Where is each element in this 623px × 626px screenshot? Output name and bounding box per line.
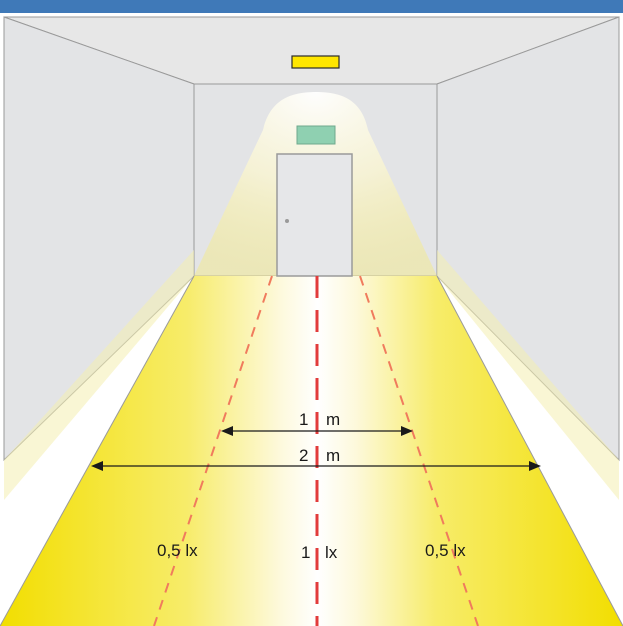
floor (0, 276, 623, 626)
dimension-2m (91, 461, 541, 471)
label-1m-unit: m (326, 410, 340, 429)
header-bar (0, 0, 623, 13)
door-handle (285, 219, 289, 223)
door-icon (276, 153, 353, 277)
label-2m-value: 2 (299, 446, 308, 465)
right-boundary-line (359, 275, 479, 626)
dimension-1m (221, 426, 413, 436)
label-1m-value: 1 (299, 410, 308, 429)
left-boundary-line (153, 275, 273, 626)
label-lux-center-unit: lx (325, 543, 338, 562)
emergency-light-icon (291, 55, 340, 69)
label-lux-right: 0,5 lx (425, 541, 466, 560)
label-2m-unit: m (326, 446, 340, 465)
left-wall-glow (4, 250, 194, 500)
exit-sign-icon (296, 125, 336, 145)
label-lux-left: 0,5 lx (157, 541, 198, 560)
right-wall-glow (437, 250, 619, 500)
label-lux-center-value: 1 (301, 543, 310, 562)
